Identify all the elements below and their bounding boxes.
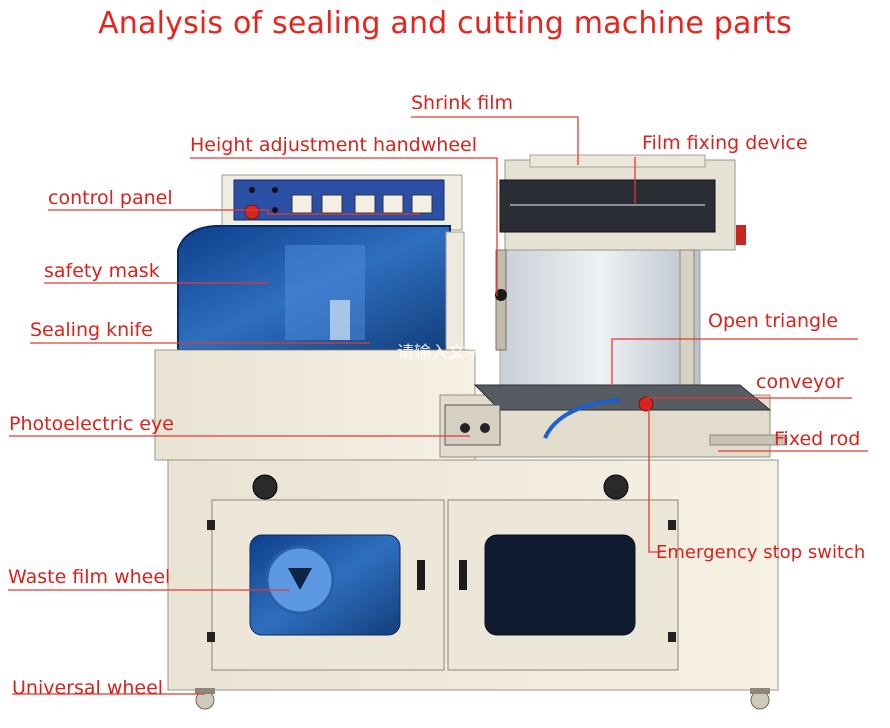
hand-wheel-left xyxy=(252,474,278,500)
display-3 xyxy=(354,194,376,214)
leader-shrink-film xyxy=(411,116,579,165)
conveyor-belt xyxy=(473,384,772,411)
mask-guide xyxy=(330,300,350,340)
leader-lines xyxy=(8,116,868,695)
display-5 xyxy=(411,194,433,214)
hinge-3 xyxy=(668,520,676,530)
watermark-text: 请输入文字 xyxy=(397,343,482,363)
leader-height-adjustment xyxy=(190,157,498,296)
power-switch-icon xyxy=(244,204,260,220)
hinge-4 xyxy=(668,632,676,642)
caster-left xyxy=(195,688,215,694)
photoelectric-eye xyxy=(444,404,501,446)
right-window xyxy=(484,534,636,636)
label-universal-wheel: Universal wheel xyxy=(12,677,164,699)
film-fixing-top xyxy=(529,154,706,168)
label-height-adjustment-handwheel: Height adjustment handwheel xyxy=(190,134,477,156)
display-4 xyxy=(382,194,404,214)
shrink-film-roll xyxy=(499,249,701,391)
label-open-triangle: Open triangle xyxy=(708,310,839,332)
leader-control-panel xyxy=(48,209,420,215)
label-waste-film-wheel: Waste film wheel xyxy=(8,566,171,588)
label-shrink-film: Shrink film xyxy=(411,92,514,114)
label-safety-mask: safety mask xyxy=(44,260,160,282)
diagram-title: Analysis of sealing and cutting machine … xyxy=(98,6,792,41)
hand-wheel-right xyxy=(603,474,629,500)
knob-3 xyxy=(272,207,278,213)
air-tube-blue xyxy=(543,398,621,439)
knob-1 xyxy=(249,187,255,193)
upper-body xyxy=(154,349,476,461)
label-emergency-stop-switch: Emergency stop switch xyxy=(656,542,866,563)
leader-open-triangle xyxy=(611,338,858,386)
mask-inner-frame xyxy=(285,245,365,340)
hinge-2 xyxy=(207,632,215,642)
eye-knob-1 xyxy=(460,423,470,433)
label-film-fixing-device: Film fixing device xyxy=(642,132,808,154)
height-adjust-knob xyxy=(495,289,507,301)
right-door-handle xyxy=(459,560,467,590)
fixed-rod xyxy=(709,434,786,446)
knob-2 xyxy=(272,187,278,193)
waste-film-hub-icon xyxy=(288,568,312,590)
label-control-panel: control panel xyxy=(48,187,173,209)
left-door-handle xyxy=(417,560,425,590)
caster-right xyxy=(750,688,770,694)
display-1 xyxy=(291,194,313,214)
red-handle xyxy=(736,225,746,245)
label-photoelectric-eye: Photoelectric eye xyxy=(9,413,174,435)
leader-emergency xyxy=(648,408,660,553)
label-fixed-rod: Fixed rod xyxy=(774,428,861,450)
display-2 xyxy=(321,194,343,214)
emergency-stop-icon xyxy=(638,396,654,412)
label-conveyor: conveyor xyxy=(756,371,844,393)
hinge-1 xyxy=(207,520,215,530)
label-sealing-knife: Sealing knife xyxy=(30,319,153,341)
vertical-post xyxy=(679,249,695,401)
eye-knob-2 xyxy=(480,423,490,433)
